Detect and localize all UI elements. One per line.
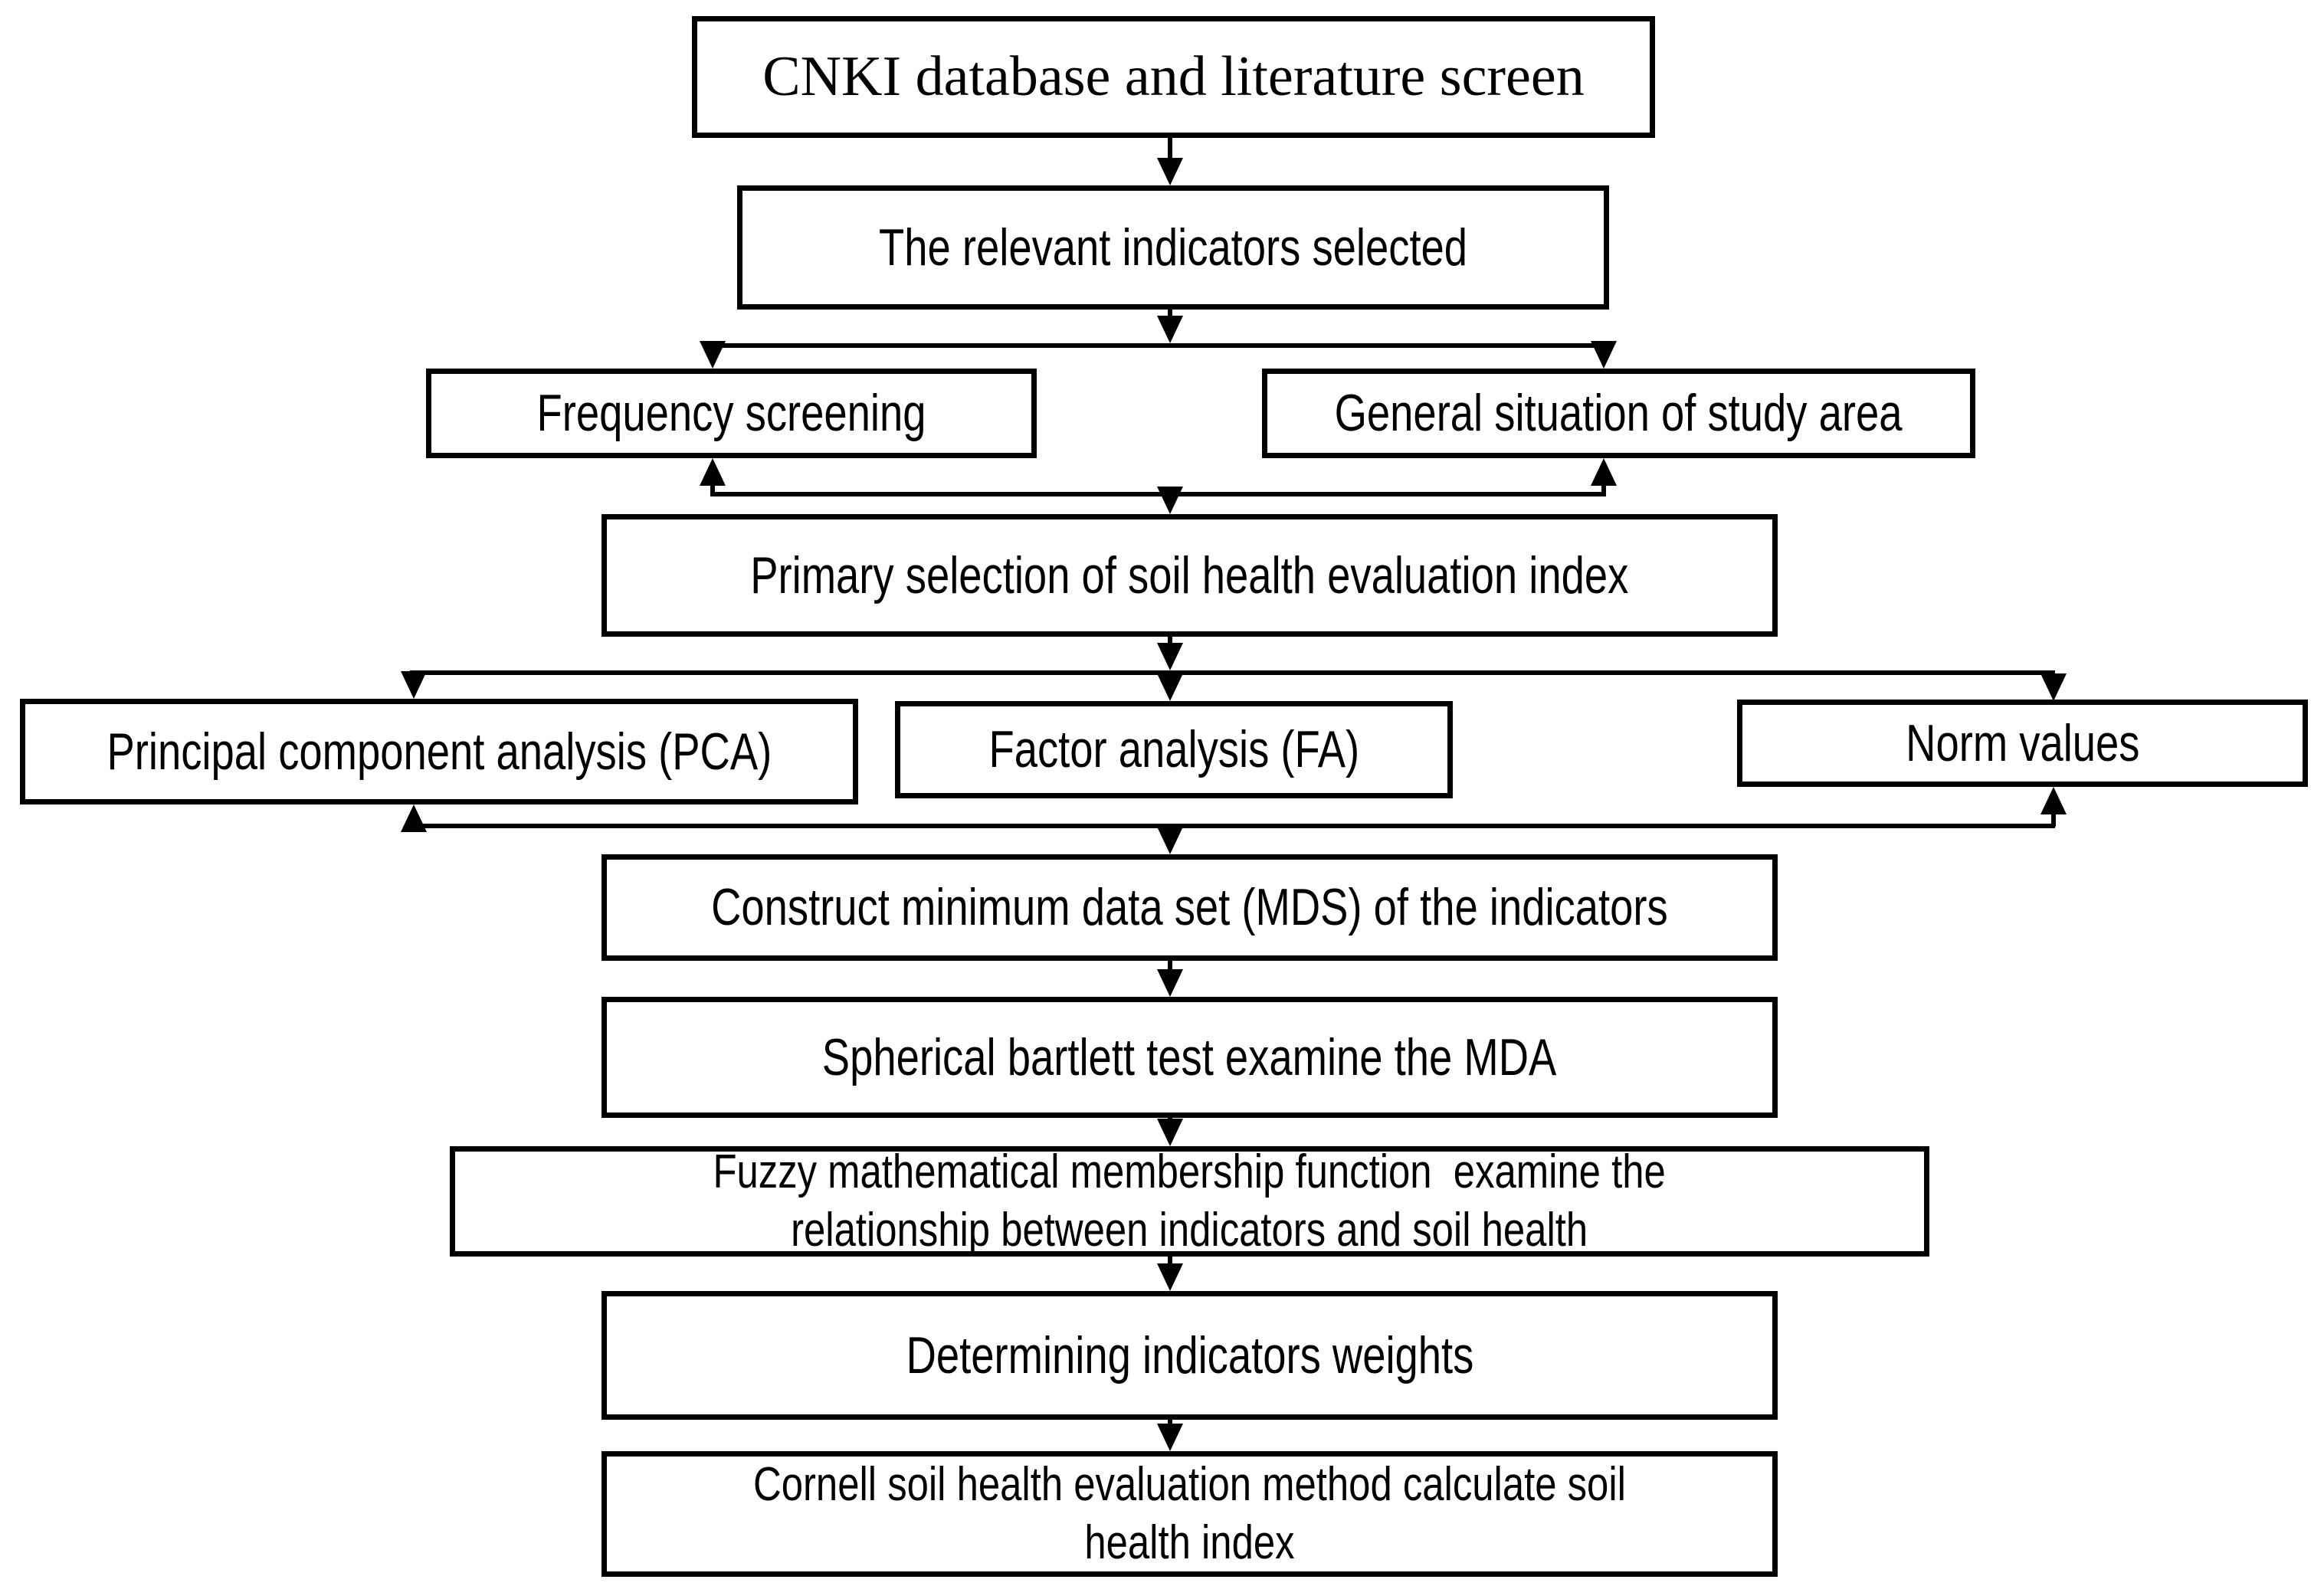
node-factor-analysis: Factor analysis (FA)	[895, 701, 1453, 798]
arrowhead-bartlett-fuzzy	[1157, 1119, 1183, 1146]
node-pca-label: Principal component analysis (PCA)	[107, 722, 772, 781]
arrowhead-to-norm	[2040, 673, 2067, 701]
arrowhead-cnki-relevant	[1157, 158, 1183, 185]
node-cornell-index-label: Cornell soil health evaluation method ca…	[753, 1456, 1626, 1572]
node-general-situation: General situation of study area	[1262, 369, 1975, 458]
arrowhead-fuzzy-weights	[1157, 1263, 1183, 1291]
node-fuzzy-membership-line1: Fuzzy mathematical membership function e…	[713, 1145, 1667, 1198]
arrowhead-weights-cornell	[1157, 1424, 1183, 1451]
connector-cnki-relevant-stem	[1168, 138, 1172, 161]
connector-frequency-merge-stem	[710, 481, 715, 496]
arrowhead-primary-junction	[1157, 643, 1183, 670]
connector-relevant-junction-stem	[1168, 310, 1172, 320]
arrowhead-junction-mds	[1157, 827, 1183, 854]
arrowhead-mds-bartlett	[1157, 969, 1183, 997]
node-construct-mds: Construct minimum data set (MDS) of the …	[601, 854, 1778, 961]
connector-split-top-line-row5	[410, 670, 2055, 675]
arrowhead-junction-primary	[1157, 487, 1183, 514]
node-relevant-indicators-label: The relevant indicators selected	[878, 218, 1468, 277]
node-cnki-database-label: CNKI database and literature screen	[762, 44, 1585, 108]
node-bartlett-test: Spherical bartlett test examine the MDA	[601, 997, 1778, 1118]
arrowhead-to-pca	[401, 671, 427, 699]
connector-merge-line-row5	[410, 824, 2055, 828]
node-frequency-screening-label: Frequency screening	[536, 384, 926, 443]
node-cornell-index-line1: Cornell soil health evaluation method ca…	[753, 1458, 1626, 1511]
connector-study-area-merge-stem	[1601, 481, 1606, 496]
connector-split-top-line	[710, 343, 1606, 348]
connector-fuzzy-weights-stem	[1168, 1257, 1172, 1267]
node-determining-weights: Determining indicators weights	[601, 1291, 1778, 1420]
connector-norm-merge-stem	[2051, 810, 2056, 827]
node-bartlett-test-label: Spherical bartlett test examine the MDA	[822, 1027, 1557, 1086]
arrowhead-to-study-area	[1591, 341, 1617, 369]
node-norm-values-label: Norm values	[1905, 713, 2140, 772]
node-norm-values: Norm values	[1737, 700, 2308, 787]
node-pca: Principal component analysis (PCA)	[20, 699, 858, 804]
arrowhead-to-fa	[1157, 673, 1183, 701]
node-primary-selection: Primary selection of soil health evaluat…	[601, 514, 1778, 637]
node-cornell-index-line2: health index	[1084, 1516, 1295, 1569]
arrowhead-relevant-junction	[1157, 316, 1183, 343]
node-primary-selection-label: Primary selection of soil health evaluat…	[750, 546, 1629, 605]
node-relevant-indicators: The relevant indicators selected	[737, 185, 1609, 310]
node-general-situation-label: General situation of study area	[1335, 384, 1903, 443]
node-factor-analysis-label: Factor analysis (FA)	[988, 720, 1359, 779]
node-fuzzy-membership: Fuzzy mathematical membership function e…	[450, 1143, 1929, 1260]
node-cornell-index: Cornell soil health evaluation method ca…	[601, 1451, 1778, 1577]
node-construct-mds-label: Construct minimum data set (MDS) of the …	[711, 878, 1668, 937]
node-fuzzy-membership-label: Fuzzy mathematical membership function e…	[713, 1143, 1666, 1260]
node-frequency-screening: Frequency screening	[426, 369, 1037, 458]
node-fuzzy-membership-line2: relationship between indicators and soil…	[791, 1204, 1588, 1257]
connector-primary-junction-stem	[1168, 637, 1172, 647]
connector-mds-bartlett-stem	[1168, 961, 1172, 975]
node-cnki-database: CNKI database and literature screen	[692, 16, 1655, 138]
arrowhead-to-frequency	[700, 341, 726, 369]
node-determining-weights-label: Determining indicators weights	[906, 1325, 1473, 1384]
